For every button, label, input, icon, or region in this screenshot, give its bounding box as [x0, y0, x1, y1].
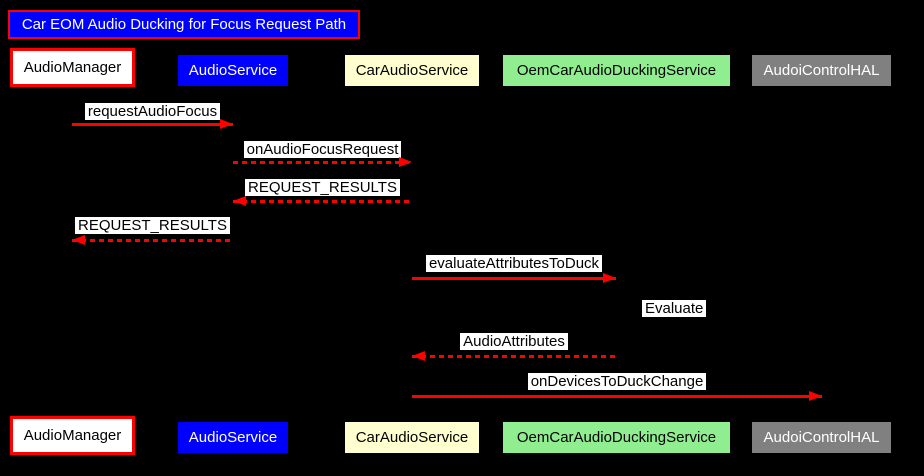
message-arrow-line	[72, 123, 233, 126]
message-arrow-line	[233, 200, 412, 203]
message-arrow-line	[233, 161, 412, 164]
message-label: evaluateAttributesToDuck	[412, 255, 616, 272]
message-text: onAudioFocusRequest	[243, 141, 402, 158]
participant-bottom-audioservice: AudioService	[177, 421, 289, 454]
participant-top-caraudioservice: CarAudioService	[344, 54, 480, 87]
message-arrow-line	[72, 239, 233, 242]
lifeline-caraudioservice	[412, 87, 413, 416]
participant-top-audiomanager: AudioManager	[10, 48, 135, 87]
message-text: requestAudioFocus	[84, 103, 221, 120]
participant-bottom-audoicontrolhal: AudoiControlHAL	[751, 421, 892, 454]
message-label: requestAudioFocus	[72, 103, 233, 120]
participant-bottom-oemcaraudioduckingservice: OemCarAudioDuckingService	[502, 421, 731, 454]
message-label: onDevicesToDuckChange	[412, 373, 822, 390]
message-label: onAudioFocusRequest	[233, 141, 412, 158]
participant-bottom-audiomanager: AudioManager	[10, 416, 135, 455]
message-text: Evaluate	[642, 300, 707, 317]
arrowhead-right-icon	[399, 157, 412, 167]
message-label: REQUEST_RESULTS	[233, 179, 412, 196]
message-text: REQUEST_RESULTS	[245, 179, 400, 196]
message-text: REQUEST_RESULTS	[75, 217, 230, 234]
message-arrow-line	[412, 277, 616, 280]
lifeline-audoicontrolhal	[822, 87, 823, 416]
message-text: AudioAttributes	[460, 333, 568, 350]
arrowhead-right-icon	[603, 273, 616, 283]
participant-top-oemcaraudioduckingservice: OemCarAudioDuckingService	[502, 54, 731, 87]
arrowhead-right-icon	[809, 391, 822, 401]
message-label-self: Evaluate	[642, 300, 707, 317]
arrowhead-left-icon	[412, 351, 425, 361]
participant-top-audioservice: AudioService	[177, 54, 289, 87]
lifeline-audiomanager	[72, 87, 73, 416]
arrowhead-left-icon	[72, 235, 85, 245]
arrowhead-right-icon	[220, 119, 233, 129]
message-arrow-line	[412, 355, 616, 358]
lifeline-oemcaraudioduckingservice	[616, 87, 617, 416]
diagram-title: Car EOM Audio Ducking for Focus Request …	[8, 10, 360, 39]
lifeline-audioservice	[233, 87, 234, 416]
message-text: onDevicesToDuckChange	[527, 373, 707, 390]
message-arrow-line	[412, 395, 822, 398]
participant-bottom-caraudioservice: CarAudioService	[344, 421, 480, 454]
participant-top-audoicontrolhal: AudoiControlHAL	[751, 54, 892, 87]
arrowhead-left-icon	[233, 196, 246, 206]
message-label: AudioAttributes	[412, 333, 616, 350]
message-label: REQUEST_RESULTS	[72, 217, 233, 234]
message-text: evaluateAttributesToDuck	[425, 255, 603, 272]
